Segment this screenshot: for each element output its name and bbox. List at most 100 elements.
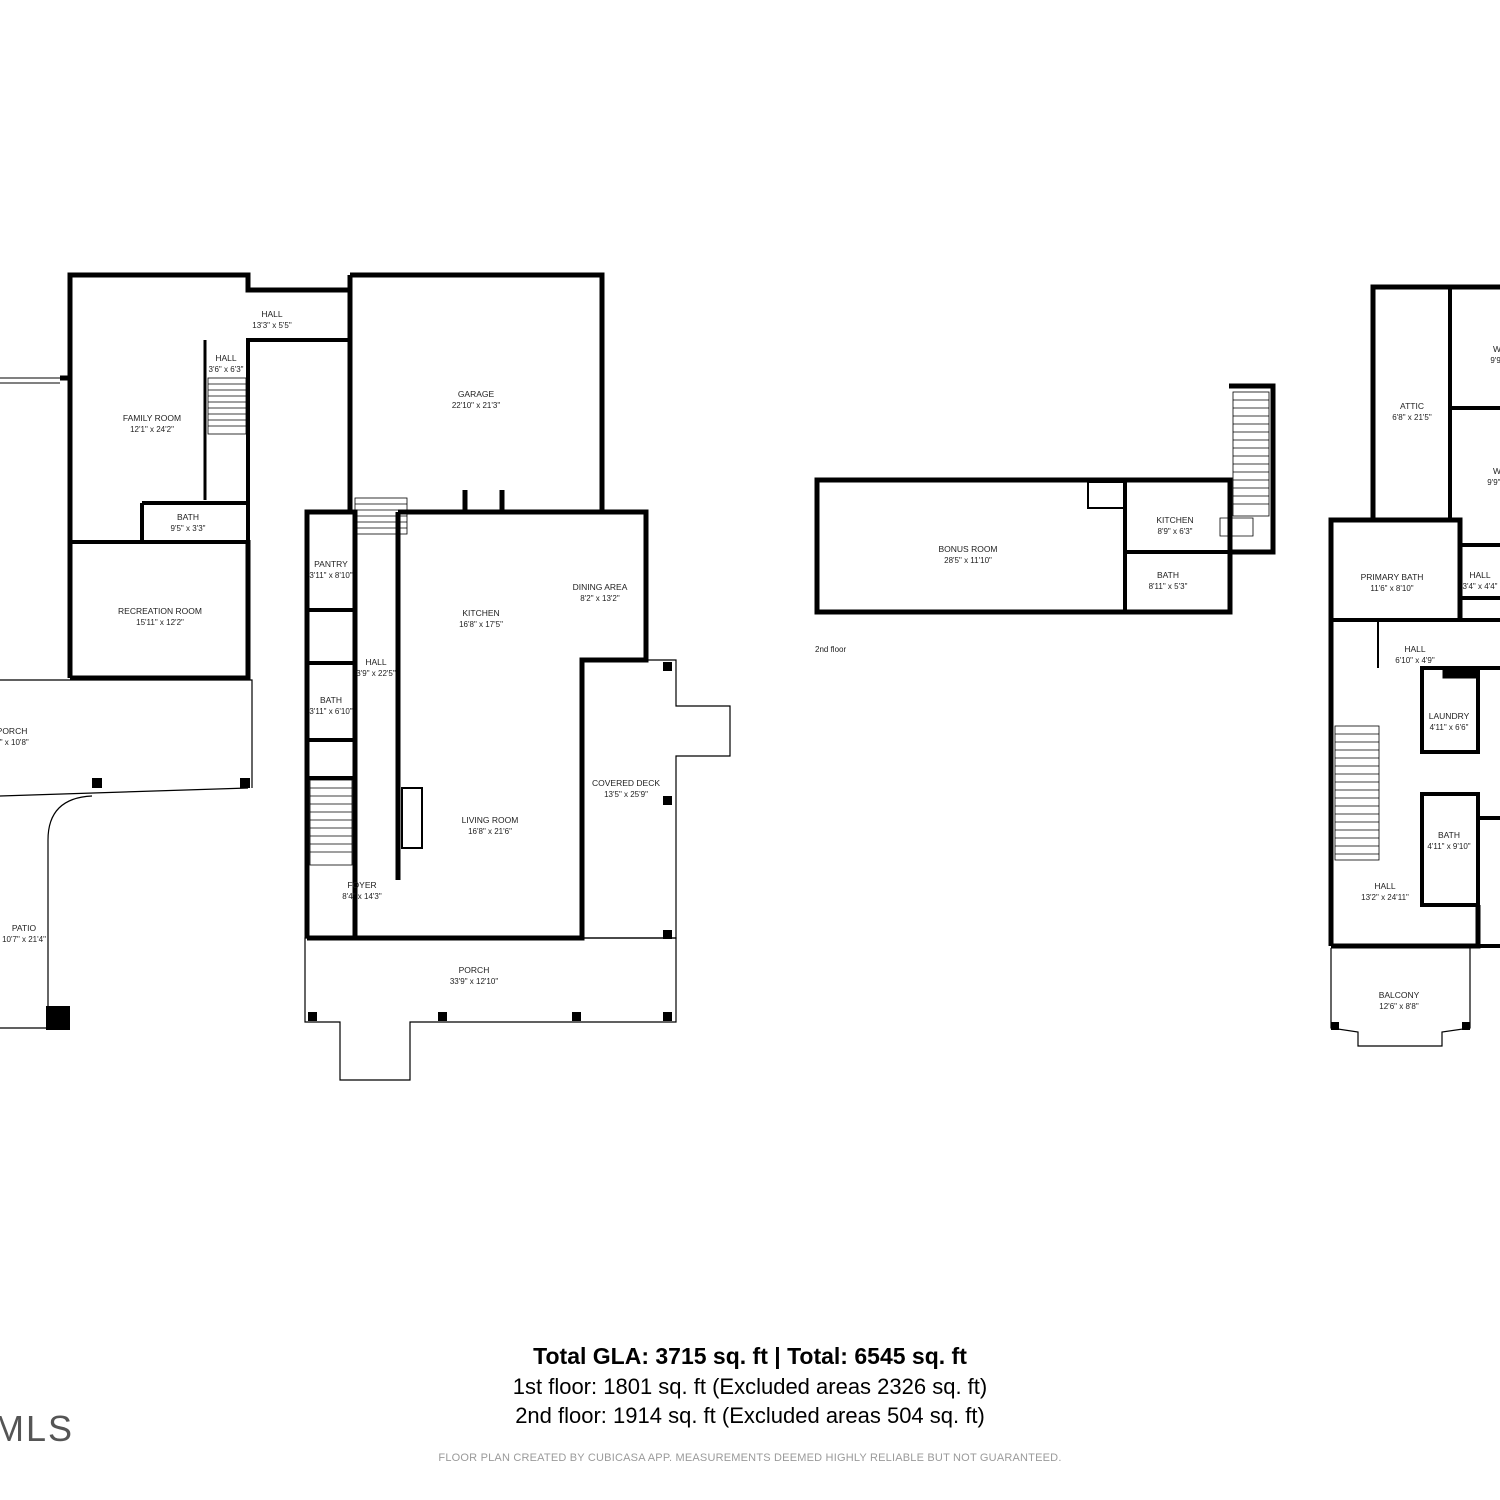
wall xyxy=(70,540,251,681)
second-floor-area-line: 2nd floor: 1914 sq. ft (Excluded areas 5… xyxy=(515,1403,985,1428)
wall xyxy=(307,509,649,941)
disclaimer-text: FLOOR PLAN CREATED BY CUBICASA APP. MEAS… xyxy=(438,1452,1062,1464)
room-name-wic-1: W xyxy=(1493,344,1500,354)
room-dims-hall-top: 13'3" x 5'5" xyxy=(252,321,292,330)
room-dims-balcony: 12'6" x 8'8" xyxy=(1379,1002,1419,1011)
room-dims-porch-front: 33'9" x 12'10" xyxy=(450,977,498,986)
room-name-hall-center: HALL xyxy=(365,657,387,667)
room-name-porch-left: PORCH xyxy=(0,726,27,736)
room-name-hall-large: HALL xyxy=(1374,881,1396,891)
room-name-porch-front: PORCH xyxy=(459,965,490,975)
wall xyxy=(1328,517,1463,946)
room-name-kitchen-2: KITCHEN xyxy=(1156,515,1193,525)
room-dims-bonus-room: 28'5" x 11'10" xyxy=(944,556,992,565)
room-dims-family-room: 12'1" x 24'2" xyxy=(130,425,174,434)
room-name-hall-small: HALL xyxy=(1469,570,1491,580)
room-dims-foyer: 8'4" x 14'3" xyxy=(342,892,382,901)
room-name-foyer: FOYER xyxy=(347,880,376,890)
wall xyxy=(1229,383,1276,555)
room-name-kitchen: KITCHEN xyxy=(462,608,499,618)
room-name-garage: GARAGE xyxy=(458,389,495,399)
bonus-plan xyxy=(814,383,1276,615)
wall xyxy=(1370,284,1500,520)
room-dims-hall-large: 13'2" x 24'11" xyxy=(1361,893,1409,902)
room-name-laundry: LAUNDRY xyxy=(1429,711,1470,721)
wall xyxy=(304,509,358,938)
room-dims-living-room: 16'8" x 21'6" xyxy=(468,827,512,836)
room-name-hall-upper: HALL xyxy=(1404,644,1426,654)
wall xyxy=(246,338,348,540)
stairs xyxy=(207,377,247,435)
wall xyxy=(350,272,605,510)
room-name-covered-deck: COVERED DECK xyxy=(592,778,660,788)
porch-outline xyxy=(0,679,253,788)
room-dims-recreation-room: 15'11" x 12'2" xyxy=(136,618,184,627)
wall xyxy=(1478,666,1500,820)
room-dims-hall-stair: 3'6" x 6'3" xyxy=(209,365,244,374)
room-dims-bath-right: 4'11" x 9'10" xyxy=(1427,842,1470,851)
wall xyxy=(462,490,505,510)
room-name-attic: ATTIC xyxy=(1400,401,1424,411)
room-name-bath-right: BATH xyxy=(1438,830,1460,840)
wall xyxy=(1420,666,1480,754)
stairs xyxy=(1219,391,1270,537)
room-name-primary-bath: PRIMARY BATH xyxy=(1361,572,1424,582)
closet xyxy=(1087,481,1127,509)
room-dims-bath-center: 3'11" x 6'10" xyxy=(309,707,352,716)
room-dims-garage: 22'10" x 21'3" xyxy=(452,401,500,410)
floor-label: 2nd floor xyxy=(815,645,846,654)
room-name-recreation-room: RECREATION ROOM xyxy=(118,606,202,616)
porch-outline xyxy=(0,787,249,797)
room-name-bath-center: BATH xyxy=(320,695,342,705)
room-dims-covered-deck: 13'5" x 25'9" xyxy=(604,790,648,799)
room-labels: HALL 13'3" x 5'5" HALL 3'6" x 6'3" FAMILY RO… xyxy=(0,309,1500,1011)
total-area-line: Total GLA: 3715 sq. ft | Total: 6545 sq.… xyxy=(533,1343,967,1369)
room-dims-bath-upper-left: 9'5" x 3'3" xyxy=(171,524,206,533)
room-dims-dining-area: 8'2" x 13'2" xyxy=(580,594,620,603)
deck-outline xyxy=(582,659,731,939)
room-name-bath-2: BATH xyxy=(1157,570,1179,580)
room-name-balcony: BALCONY xyxy=(1379,990,1420,1000)
stairs xyxy=(309,497,408,866)
room-dims-hall-small: 3'4" x 4'4" xyxy=(1463,582,1498,591)
wall xyxy=(1331,905,1481,949)
room-dims-attic: 6'8" x 21'5" xyxy=(1392,413,1432,422)
room-dims-hall-center: 3'9" x 22'5" xyxy=(356,669,396,678)
room-dims-wic-2: 9'9" x xyxy=(1487,478,1500,487)
room-name-bonus-room: BONUS ROOM xyxy=(938,544,997,554)
patio-outline xyxy=(47,795,93,1028)
room-dims-bath-2: 8'11" x 5'3" xyxy=(1149,582,1188,591)
room-dims-hall-upper: 6'10" x 4'9" xyxy=(1395,656,1435,665)
first-floor-plan xyxy=(0,272,731,1081)
first-floor-area-line: 1st floor: 1801 sq. ft (Excluded areas 2… xyxy=(512,1374,988,1399)
posts xyxy=(46,662,672,1030)
room-name-hall-stair: HALL xyxy=(215,353,237,363)
room-dims-patio: 10'7" x 21'4" xyxy=(2,935,46,944)
posts xyxy=(1331,1022,1470,1030)
room-name-dining-area: DINING AREA xyxy=(573,582,628,592)
wall xyxy=(67,272,348,678)
room-name-hall-top: HALL xyxy=(261,309,283,319)
room-dims-laundry: 4'11" x 6'6" xyxy=(1430,723,1469,732)
room-name-living-room: LIVING ROOM xyxy=(462,815,519,825)
room-dims-primary-bath: 11'6" x 8'10" xyxy=(1370,584,1413,593)
wall xyxy=(1460,543,1500,600)
second-floor-plan xyxy=(1328,284,1500,1047)
stairs xyxy=(1334,725,1380,861)
room-dims-wic-1: 9'9" xyxy=(1490,356,1500,365)
room-dims-kitchen-2: 8'9" x 6'3" xyxy=(1158,527,1193,536)
room-dims-pantry: 3'11" x 8'10" xyxy=(309,571,352,580)
room-name-bath-upper-left: BATH xyxy=(177,512,199,522)
room-dims-porch-left: 4" x 10'8" xyxy=(0,738,29,747)
porch-outline xyxy=(304,937,677,1081)
room-dims-kitchen: 16'8" x 17'5" xyxy=(459,620,503,629)
wall xyxy=(814,477,1233,615)
wall xyxy=(307,608,355,780)
fireplace xyxy=(401,787,423,849)
room-name-wic-2: W xyxy=(1493,466,1500,476)
mls-logo: MLS xyxy=(0,1408,75,1449)
room-name-pantry: PANTRY xyxy=(314,559,348,569)
room-name-patio: PATIO xyxy=(12,923,37,933)
room-name-family-room: FAMILY ROOM xyxy=(123,413,181,423)
